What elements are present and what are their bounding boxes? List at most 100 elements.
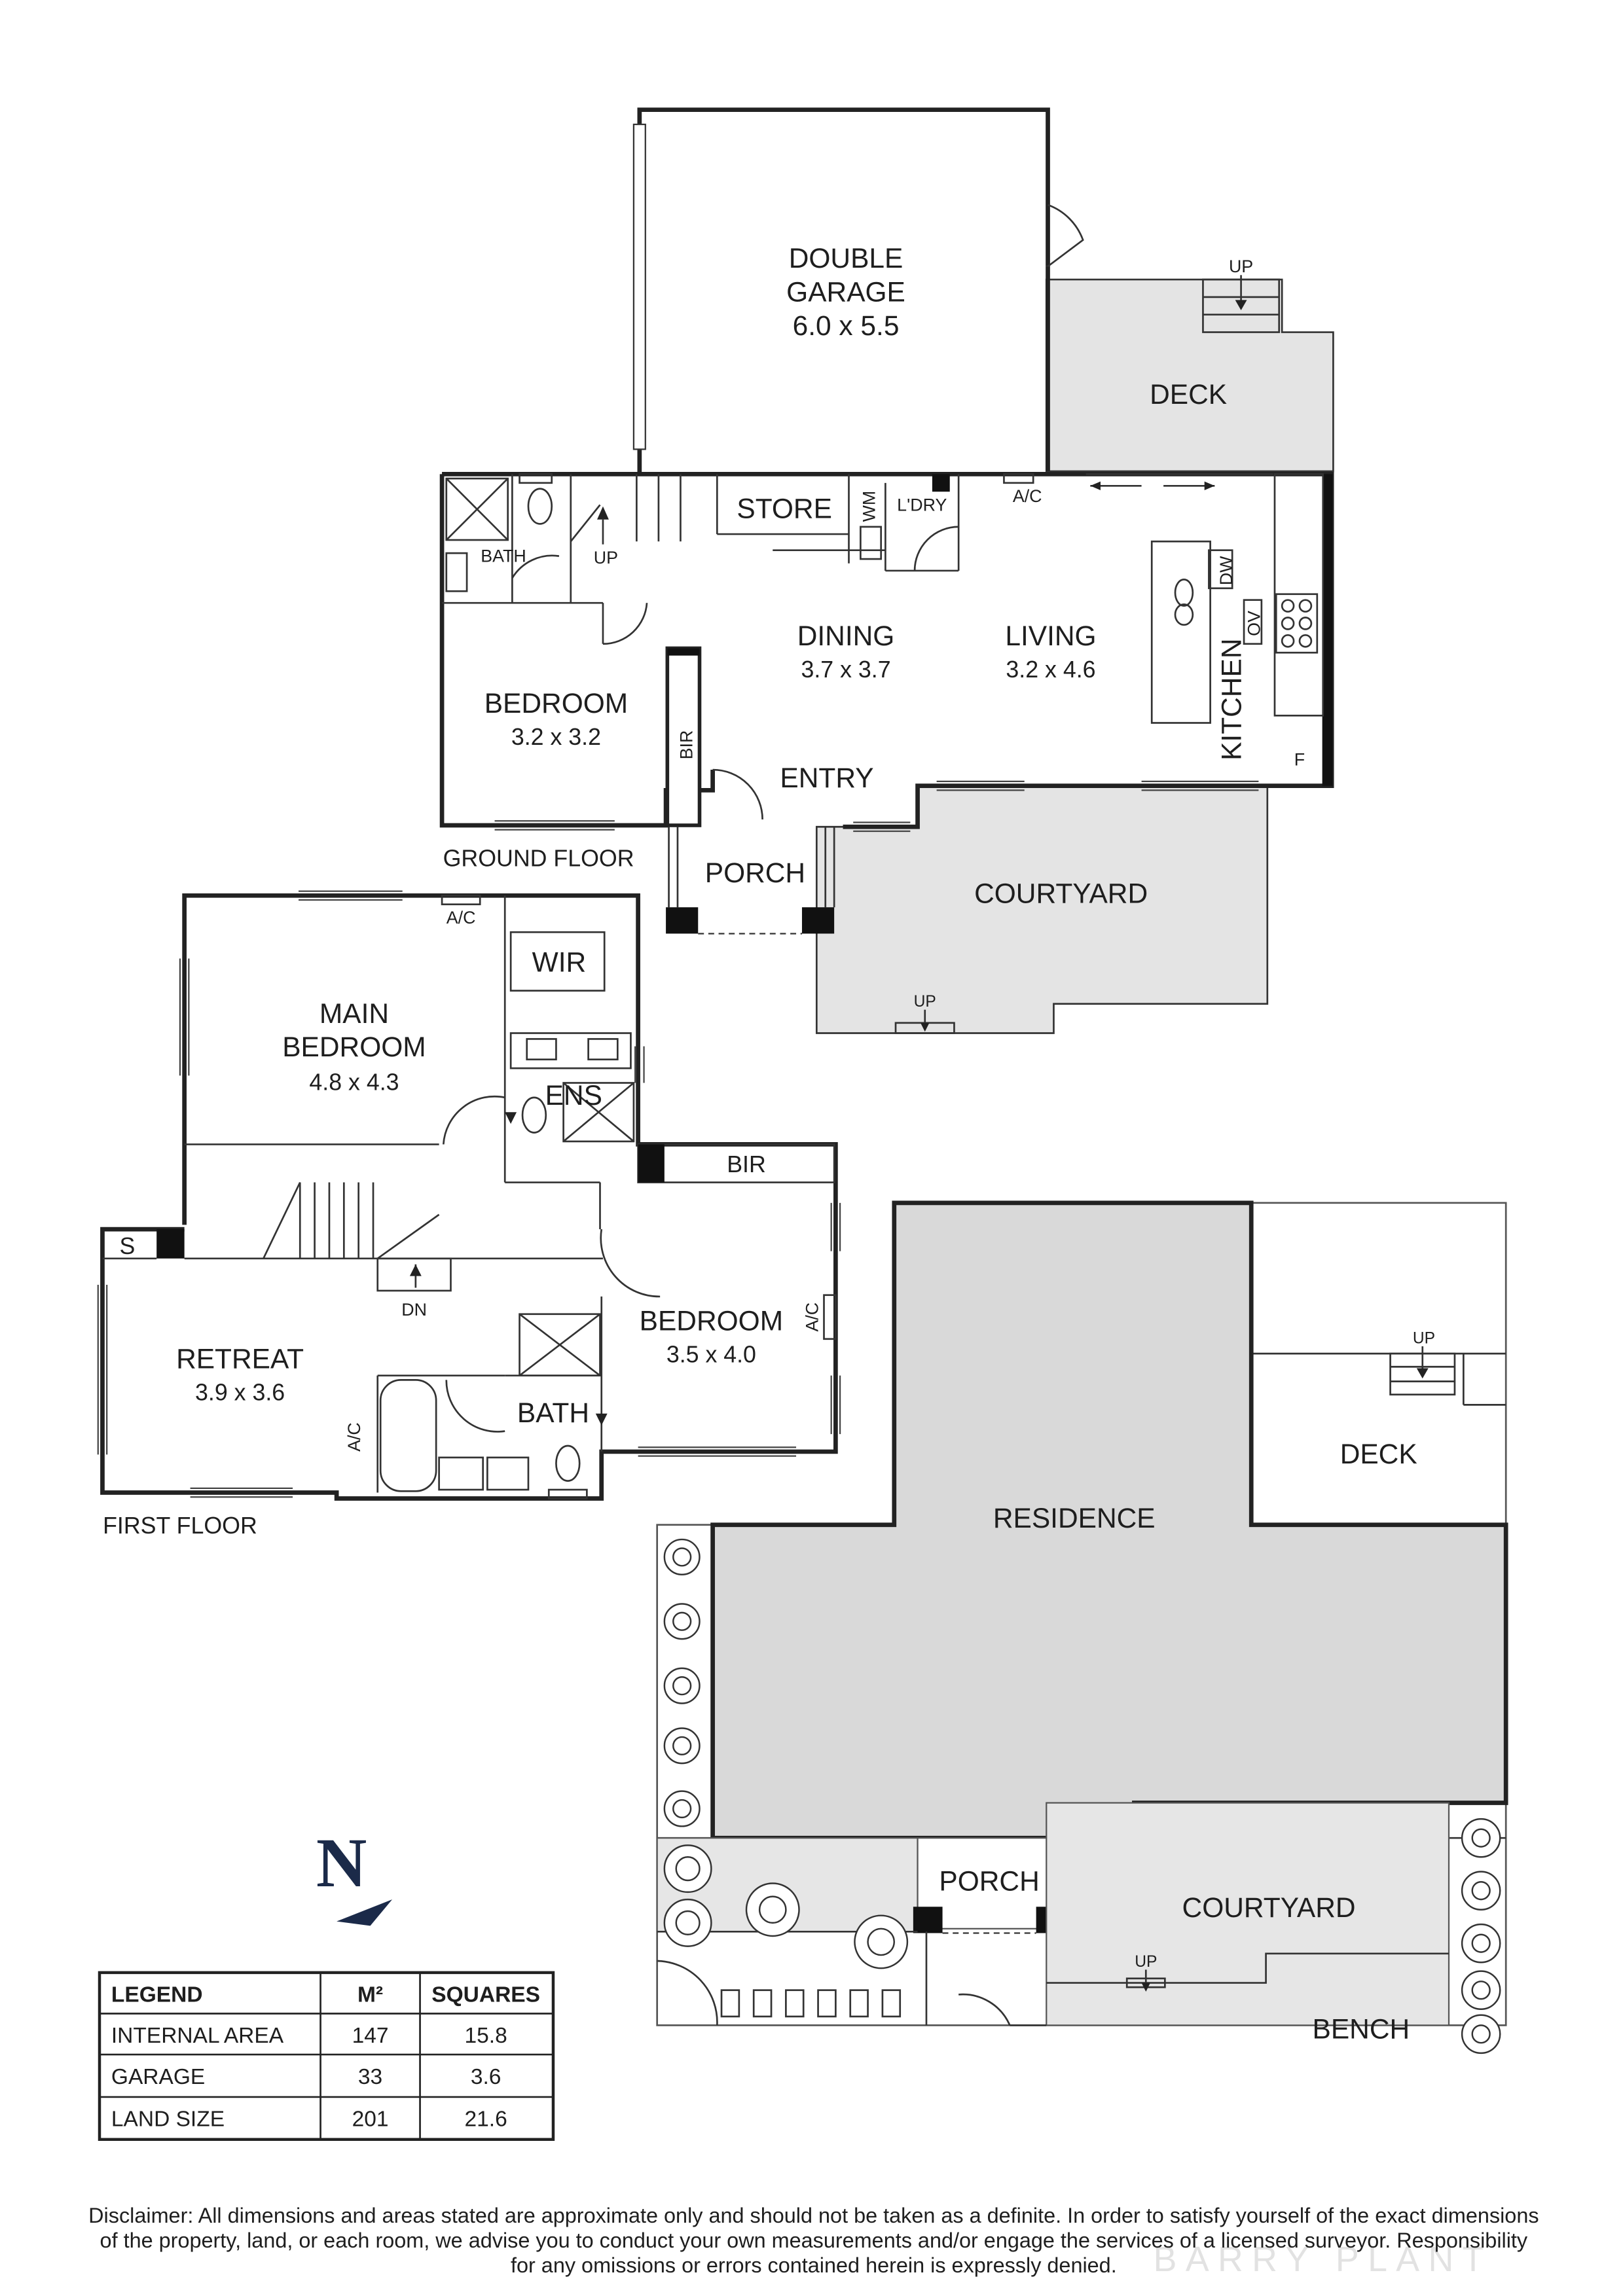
ground-bedroom-dims: 3.2 x 3.2: [511, 724, 601, 750]
site-deck-label: DECK: [1340, 1439, 1417, 1469]
legend-row-squares: 15.8: [465, 2024, 507, 2048]
legend-row-squares: 3.6: [471, 2065, 501, 2089]
retreat-ac-label: A/C: [344, 1422, 364, 1452]
legend-row-squares: 21.6: [465, 2108, 507, 2132]
legend-row-m2: 201: [352, 2108, 389, 2132]
north-arrow: N: [316, 1824, 393, 1926]
first-floor-stairs: [263, 1095, 505, 1292]
legend-header-m2: M²: [357, 1983, 383, 2007]
site-porch-label: PORCH: [939, 1866, 1039, 1897]
ground-shower: [445, 477, 509, 541]
ac-main-label: A/C: [447, 908, 476, 927]
sliding-door-arrows: [1085, 473, 1273, 490]
ground-deck-zone: [1045, 278, 1334, 473]
wir-zone: [509, 931, 606, 992]
ground-bedroom-label: BEDROOM: [484, 688, 628, 719]
ground-vanity: [445, 552, 468, 592]
retreat-dims: 3.9 x 3.6: [195, 1380, 285, 1406]
garage-side-door-swing: [1047, 204, 1084, 267]
disclaimer-line-3: for any omissions or errors contained he…: [511, 2253, 1117, 2277]
ground-courtyard-label: COURTYARD: [974, 878, 1148, 908]
first-floor-outer-walls: [100, 893, 838, 1501]
legend-row-m2: 33: [358, 2065, 382, 2089]
legend-table: LEGEND M² SQUARES INTERNAL AREA 147 15.8…: [98, 1971, 555, 2142]
residence-label: RESIDENCE: [993, 1503, 1156, 1534]
first-bedroom-ac-label: A/C: [803, 1302, 822, 1332]
watermark-text: BARRY PLANT: [1154, 2240, 1493, 2279]
oven-label: OV: [1245, 611, 1264, 636]
ground-floor-plan: DOUBLE GARAGE 6.0 x 5.5 DECK UP STORE WM…: [439, 107, 1334, 1034]
ground-toilet: [527, 488, 553, 525]
first-floor-title: FIRST FLOOR: [103, 1513, 257, 1539]
first-bathtub: [379, 1379, 437, 1492]
store-label: STORE: [737, 493, 832, 524]
legend-row-m2: 147: [352, 2024, 389, 2048]
legend-row-label: LAND SIZE: [111, 2108, 225, 2132]
living-label: LIVING: [1005, 620, 1096, 651]
main-bedroom-dims: 4.8 x 4.3: [309, 1069, 399, 1096]
main-bedroom-label-line2: BEDROOM: [282, 1031, 426, 1062]
first-bedroom-label: BEDROOM: [640, 1305, 783, 1336]
site-deck-up-label: UP: [1413, 1329, 1435, 1347]
legend-row-label: GARAGE: [111, 2065, 205, 2089]
kitchen-sink: [1174, 579, 1194, 607]
fridge-label: F: [1294, 749, 1305, 769]
site-courtyard-zone: [1046, 1802, 1450, 2026]
first-bir-label: BIR: [727, 1151, 766, 1177]
ground-bir: [665, 646, 702, 827]
first-bedroom-dims: 3.5 x 4.0: [666, 1342, 756, 1368]
disclaimer-line-1: Disclaimer: All dimensions and areas sta…: [88, 2204, 1539, 2227]
legend-header-squares: SQUARES: [431, 1983, 540, 2007]
ground-bir-label: BIR: [676, 730, 696, 760]
garage-label-line2: GARAGE: [786, 277, 905, 308]
disclaimer: BARRY PLANT Disclaimer: All dimensions a…: [88, 2204, 1539, 2279]
ground-deck-stairs: [1202, 275, 1281, 333]
site-deck-zone: [1250, 1202, 1507, 1526]
kitchen-bench: [1273, 473, 1324, 717]
wir-label: WIR: [532, 947, 587, 978]
living-dims: 3.2 x 4.6: [1006, 656, 1095, 683]
ground-stair-up-label: UP: [594, 548, 618, 567]
ground-floor-title: GROUND FLOOR: [443, 846, 634, 872]
legend-row-label: INTERNAL AREA: [111, 2024, 284, 2048]
site-bins-row: [720, 1989, 902, 2018]
north-letter: N: [316, 1824, 367, 1902]
ground-courtyard-up-label: UP: [914, 993, 936, 1011]
site-courtyard-label: COURTYARD: [1182, 1892, 1356, 1923]
garage-dims: 6.0 x 5.5: [793, 310, 900, 341]
ground-stairs: [570, 474, 682, 545]
garage-door: [632, 123, 646, 450]
store-s-label: S: [120, 1233, 136, 1259]
site-courtyard-up-label: UP: [1135, 1953, 1157, 1971]
first-bath-toilet: [555, 1444, 581, 1482]
north-arrow-icon: [337, 1899, 393, 1926]
legend-header-label: LEGEND: [111, 1983, 203, 2007]
ensuite-toilet: [521, 1096, 547, 1134]
site-trees: [663, 1538, 1501, 2054]
ground-bath-label: BATH: [481, 547, 526, 566]
site-courtyard-stairs: [1125, 1969, 1166, 1992]
stair-dn-label: DN: [401, 1300, 427, 1319]
kitchen-label: KITCHEN: [1216, 639, 1247, 761]
cooktop: [1275, 593, 1319, 654]
ac-main-unit: [441, 894, 481, 906]
wm-label: WM: [860, 491, 879, 522]
garage-label-line1: DOUBLE: [789, 243, 903, 274]
dishwasher-label: DW: [1216, 556, 1236, 585]
main-bedroom-label-line1: MAIN: [319, 998, 389, 1029]
dining-label: DINING: [797, 620, 895, 651]
ground-porch: [666, 827, 835, 935]
ground-deck-label: DECK: [1150, 379, 1227, 410]
ensuite-shower: [562, 1082, 635, 1143]
retreat-label: RETREAT: [176, 1343, 304, 1374]
ground-ac-label: A/C: [1013, 486, 1042, 506]
first-floor-plan: MAIN BEDROOM 4.8 x 4.3 A/C WIR ENS BIR S…: [97, 890, 841, 1539]
disclaimer-line-2: of the property, land, or each room, we …: [100, 2229, 1528, 2252]
dining-dims: 3.7 x 3.7: [801, 656, 890, 683]
site-deck-stairs: [1389, 1346, 1456, 1396]
kitchen-island: [1150, 540, 1211, 724]
bench-label: BENCH: [1313, 2013, 1410, 2044]
first-bath-label: BATH: [517, 1397, 589, 1428]
ground-porch-label: PORCH: [705, 857, 805, 888]
site-plan: RESIDENCE DECK UP PORCH COURTYARD UP BEN…: [656, 1200, 1508, 2054]
